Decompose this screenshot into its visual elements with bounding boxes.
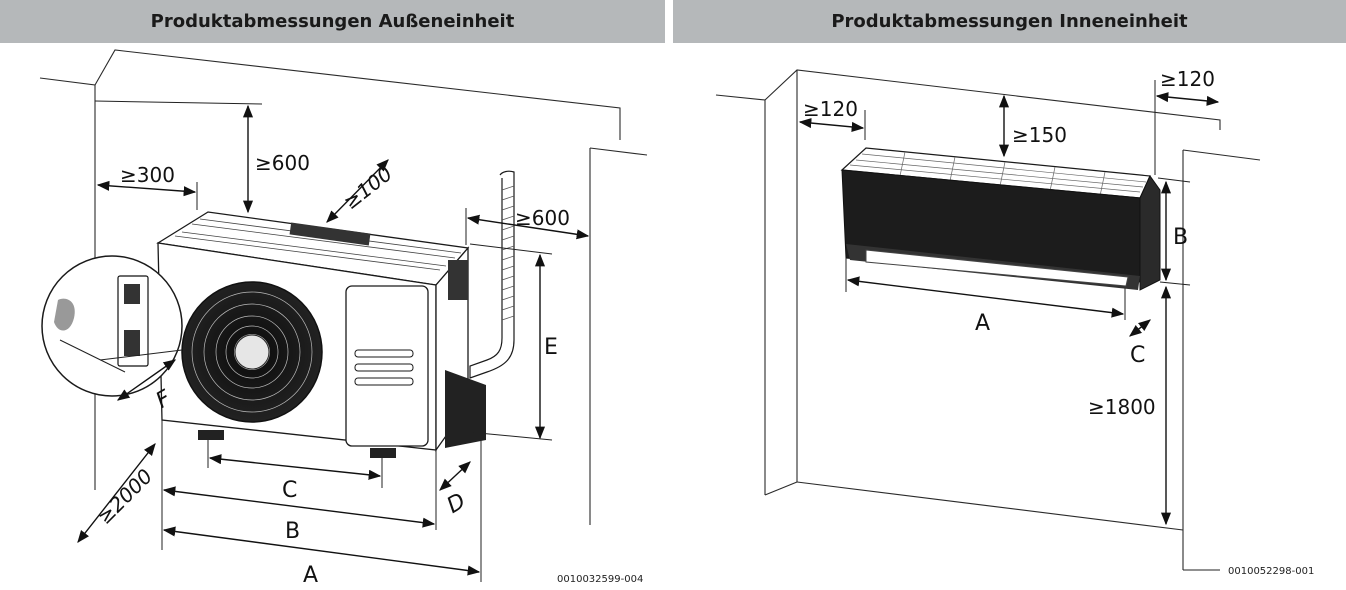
refrigerant-pipe — [469, 170, 515, 379]
indoor-clearance-right: ≥120 — [1160, 67, 1215, 91]
outdoor-diagram: ≥600 ≥300 ≥100 ≥600 ≥2000 E C B A D F 00… — [39, 49, 648, 588]
outdoor-clearance-top: ≥600 — [255, 151, 310, 175]
outdoor-unit-body — [156, 211, 486, 458]
outdoor-clearance-left: ≥300 — [120, 163, 175, 187]
indoor-unit-body — [840, 147, 1161, 291]
detail-callout — [41, 255, 183, 397]
indoor-clearance-floor: ≥1800 — [1088, 395, 1156, 419]
header-indoor-unit: Produktabmessungen Inneneinheit — [673, 0, 1346, 43]
outdoor-dim-e: E — [544, 335, 558, 360]
header-outdoor-unit: Produktabmessungen Außeneinheit — [0, 0, 665, 43]
indoor-dim-b: B — [1173, 225, 1188, 250]
indoor-dim-c: C — [1130, 343, 1145, 368]
outdoor-dimension-lines — [77, 100, 590, 582]
indoor-dim-a: A — [975, 311, 990, 336]
outdoor-dim-c: C — [282, 478, 297, 503]
outdoor-clearance-front: ≥2000 — [92, 464, 157, 529]
outdoor-clearance-right: ≥600 — [515, 206, 570, 230]
indoor-figure-code: 0010052298-001 — [1228, 566, 1314, 577]
outdoor-dim-b: B — [285, 519, 300, 544]
header-indoor-title: Produktabmessungen Inneneinheit — [831, 11, 1188, 32]
outdoor-dim-d: D — [443, 489, 470, 519]
outdoor-dim-a: A — [303, 563, 318, 588]
indoor-clearance-top: ≥150 — [1012, 123, 1067, 147]
indoor-dimension-lines — [798, 80, 1220, 526]
header-outdoor-title: Produktabmessungen Außeneinheit — [150, 11, 515, 32]
indoor-clearance-left: ≥120 — [803, 97, 858, 121]
outdoor-clearance-rear: ≥100 — [339, 161, 397, 214]
outdoor-figure-code: 0010032599-004 — [557, 574, 643, 585]
indoor-diagram: ≥120 ≥150 ≥120 ≥1800 B A C 0010052298-00… — [715, 67, 1314, 577]
